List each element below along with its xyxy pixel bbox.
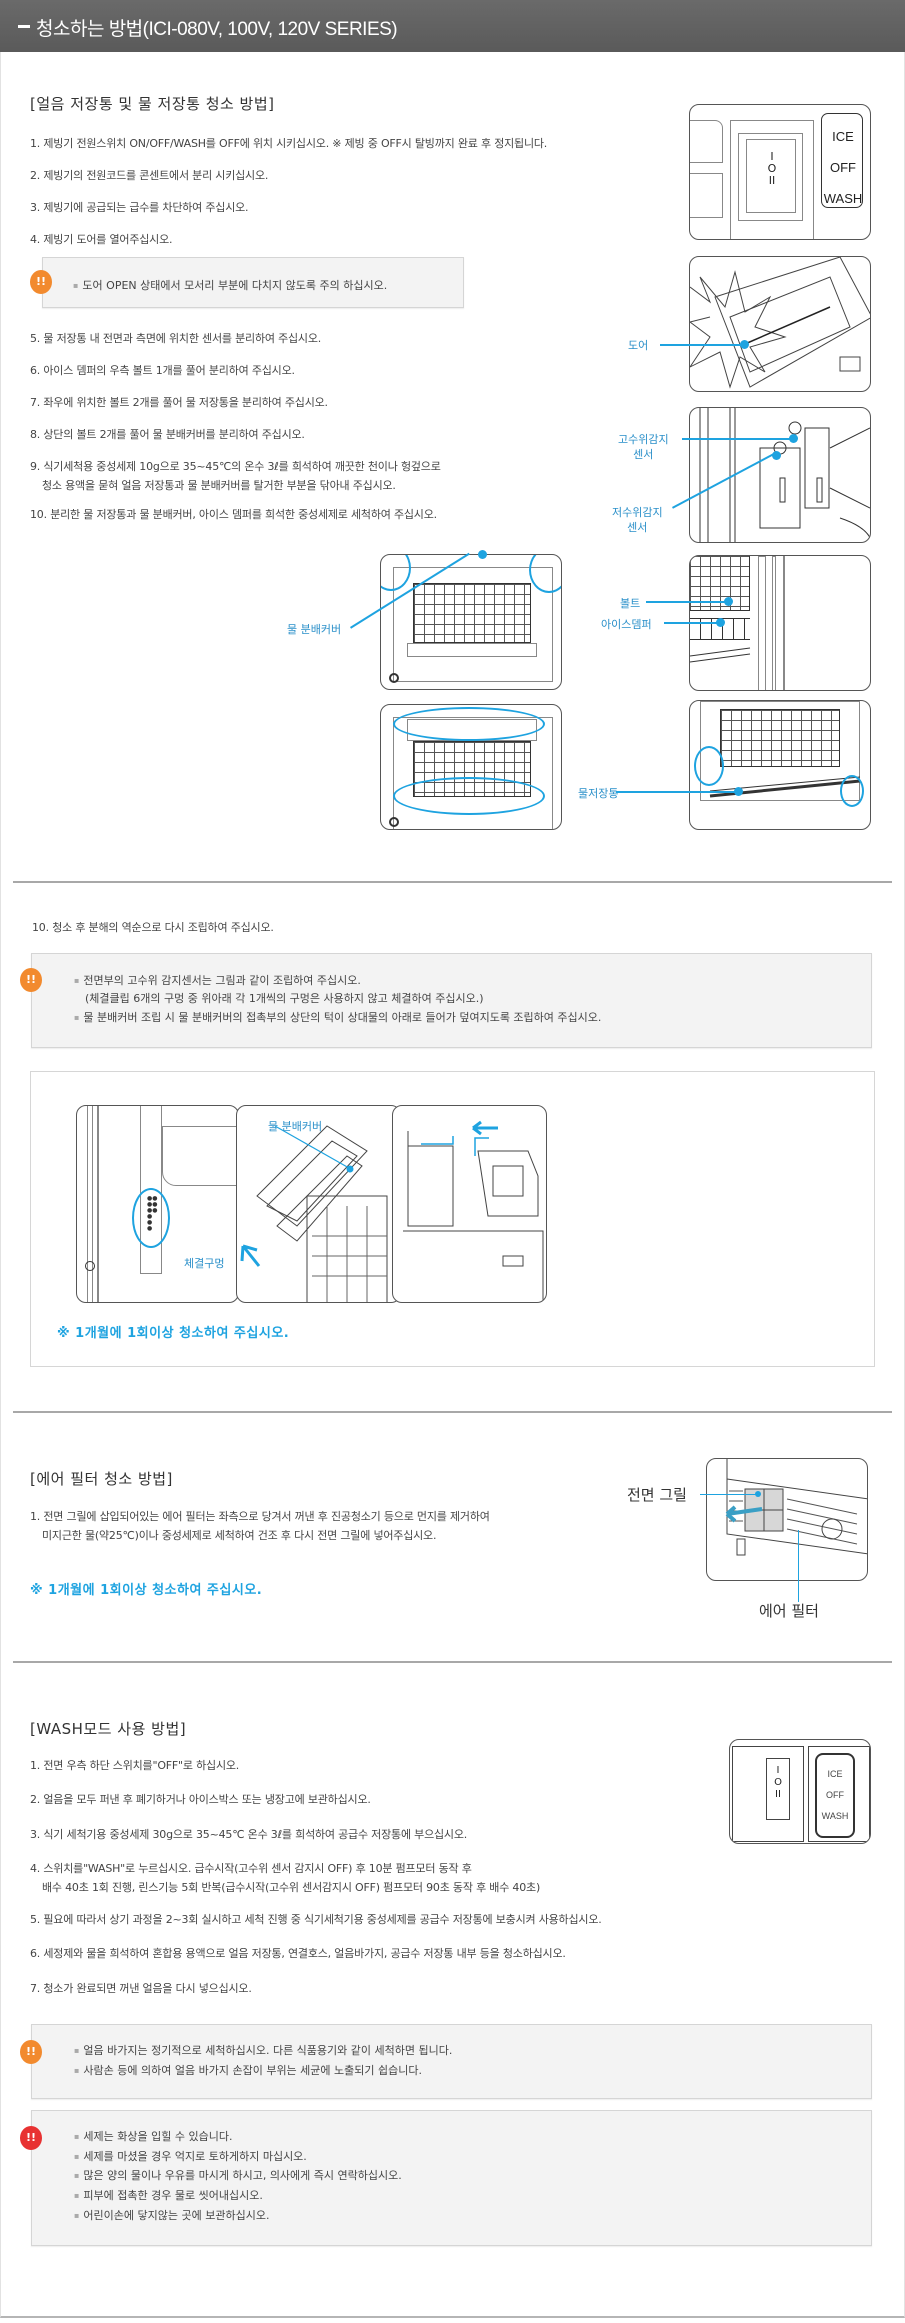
callout-dot (734, 787, 743, 796)
section-title-ice-bin: [얼음 저장통 및 물 저장통 청소 방법] (30, 95, 275, 113)
callout-door: 도어 (628, 339, 649, 352)
door-caution-note: 도어 OPEN 상태에서 모서리 부분에 다치지 않도록 주의 하십시오. (42, 257, 464, 308)
switch-mode-labels: ICE OFF WASH (823, 129, 863, 206)
callout-clip-hole: 체결구멍 (184, 1257, 225, 1270)
callout-dot (755, 1491, 761, 1497)
wash-step-4: 4. 스위치를"WASH"로 누르십시오. 급수시작(고수위 센서 감지시 OF… (30, 1862, 541, 1894)
switch-mode-labels: ICE OFF WASH (821, 1769, 849, 1821)
callout-water-tank: 물저장통 (578, 787, 619, 800)
wash-step-3: 3. 식기 세척기용 중성세제 30g으로 35~45℃ 온수 3ℓ를 희석하여… (30, 1828, 468, 1841)
section-divider (13, 1661, 892, 1663)
step-9: 9. 식기세척용 중성세제 10g으로 35~45℃의 온수 3ℓ를 희석하여 … (30, 460, 441, 492)
callout-dot (716, 618, 725, 627)
reassemble-step: 10. 청소 후 분해의 역순으로 다시 조립하여 주십시오. (32, 921, 274, 934)
step-4: 4. 제빙기 도어를 열어주십시오. (30, 233, 173, 246)
cover-overlap-illustration (392, 1105, 547, 1303)
section-divider (13, 1411, 892, 1413)
step-3: 3. 제빙기에 공급되는 급수를 차단하여 주십시오. (30, 201, 249, 214)
section-title-wash-mode: [WASH모드 사용 방법] (30, 1720, 187, 1738)
cover-assembly-illustration (236, 1105, 401, 1303)
page-title: 청소하는 방법(ICI-080V, 100V, 120V SERIES) (36, 19, 398, 40)
dash-icon (18, 25, 30, 28)
callout-line (664, 622, 718, 624)
wash-step-7: 7. 청소가 완료되면 꺼낸 얼음을 다시 넣으십시오. (30, 1982, 252, 1995)
step-2: 2. 제빙기의 전원코드를 콘센트에서 분리 시키십시오. (30, 169, 269, 182)
callout-line (798, 1530, 799, 1602)
monthly-cleaning-notice: ※ 1개월에 1회이상 청소하여 주십시오. (57, 1326, 290, 1341)
caution-icon: !! (20, 968, 42, 992)
air-filter-illustration (706, 1458, 868, 1581)
callout-dot (740, 340, 749, 349)
callout-line (660, 344, 742, 346)
water-cover-bolts-illustration (380, 704, 562, 830)
callout-bolt: 볼트 (620, 597, 641, 610)
callout-ice-damper: 아이스뎀퍼 (601, 618, 652, 631)
callout-front-grille: 전면 그릴 (627, 1486, 687, 1504)
wash-step-2: 2. 얼음을 모두 퍼낸 후 폐기하거나 아이스박스 또는 냉장고에 보관하십시… (30, 1793, 371, 1806)
wash-step-5: 5. 필요에 따라서 상기 과정을 2~3회 실시하고 세척 진행 중 식기세척… (30, 1913, 602, 1926)
air-filter-step: 1. 전면 그릴에 삽입되어있는 에어 필터는 좌측으로 당겨서 꺼낸 후 진공… (30, 1510, 490, 1542)
wash-step-1: 1. 전면 우측 하단 스위치를"OFF"로 하십시오. (30, 1759, 240, 1772)
step-10: 10. 분리한 물 저장통과 물 분배커버, 아이스 뎀퍼를 희석한 중성세제로… (30, 508, 437, 521)
callout-line (700, 1494, 758, 1495)
step-7: 7. 좌우에 위치한 볼트 2개를 풀어 물 저장통을 분리하여 주십시오. (30, 396, 328, 409)
caution-icon: !! (20, 2040, 42, 2064)
callout-line (616, 791, 736, 793)
page-header: 청소하는 방법(ICI-080V, 100V, 120V SERIES) (0, 0, 905, 52)
danger-icon: !! (20, 2126, 42, 2150)
step-6: 6. 아이스 뎀퍼의 우측 볼트 1개를 풀어 분리하여 주십시오. (30, 364, 295, 377)
callout-dot (789, 434, 798, 443)
monthly-cleaning-notice: ※ 1개월에 1회이상 청소하여 주십시오. (30, 1583, 263, 1598)
callout-line (646, 601, 726, 603)
callout-water-cover: 물 분배커버 (287, 623, 342, 636)
note-text: 도어 OPEN 상태에서 모서리 부분에 다치지 않도록 주의 하십시오. (73, 277, 387, 293)
reassemble-note: 전면부의 고수위 감지센서는 그림과 같이 조립하여 주십시오. (체결클립 6… (31, 953, 872, 1048)
callout-air-filter: 에어 필터 (759, 1602, 819, 1620)
ice-grid (413, 583, 531, 643)
callout-cover: 물 분배커버 (268, 1120, 323, 1133)
sensor-illustration (689, 407, 871, 543)
callout-dot (724, 597, 733, 606)
section-title-air-filter: [에어 필터 청소 방법] (30, 1470, 173, 1488)
step-1: 1. 제빙기 전원스위치 ON/OFF/WASH를 OFF에 위치 시키십시오.… (30, 137, 548, 150)
door-open-illustration (689, 256, 871, 392)
wash-step-6: 6. 세정제와 물을 희석하여 혼합용 용액으로 얼음 저장통, 연결호스, 얼… (30, 1947, 566, 1960)
assembly-figure-box: ●●●●●●●●● 체결구멍 물 분배커버 ※ 1개월에 (30, 1071, 875, 1367)
section-divider (13, 881, 892, 883)
ice-scoop-caution-note: 얼음 바가지는 정기적으로 세척하십시오. 다른 식품용기와 같이 세척하면 됩… (31, 2024, 872, 2099)
step-5: 5. 물 저장통 내 전면과 측면에 위치한 센서를 분리하여 주십시오. (30, 332, 322, 345)
step-8: 8. 상단의 볼트 2개를 풀어 물 분배커버를 분리하여 주십시오. (30, 428, 305, 441)
water-cover-illustration (380, 554, 562, 690)
callout-dot (772, 451, 781, 460)
detergent-danger-note: 세제는 화상을 입힐 수 있습니다. 세제를 마셨을 경우 억지로 토하게하지 … (31, 2110, 872, 2246)
water-tank-illustration (689, 700, 871, 830)
caution-icon: !! (30, 270, 52, 294)
callout-line (682, 438, 792, 440)
sensor-clip-illustration: ●●●●●●●●● (76, 1105, 239, 1303)
callout-dot (478, 550, 487, 559)
